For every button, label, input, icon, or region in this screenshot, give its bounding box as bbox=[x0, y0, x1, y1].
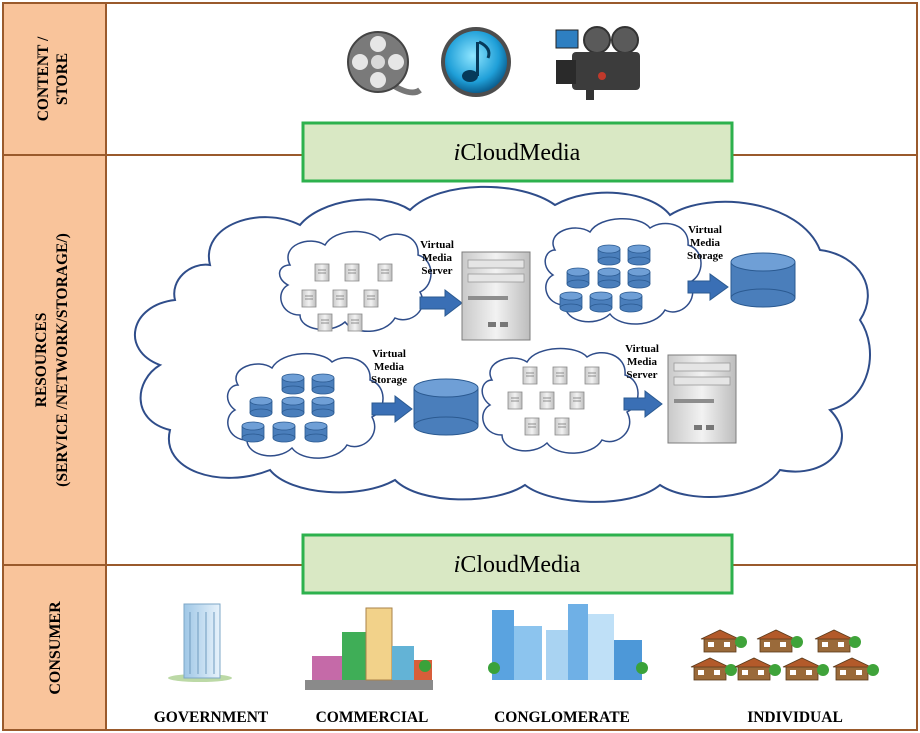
band-label-consumer: CONSUMER bbox=[47, 601, 64, 695]
virtual-media-storage-bottom bbox=[413, 378, 479, 436]
commercial-buildings-icon bbox=[305, 607, 433, 690]
band-label-content-2: STORE bbox=[54, 53, 71, 105]
subcloud-servers-top bbox=[278, 230, 432, 333]
band-resources bbox=[2, 154, 107, 566]
svg-text:Media: Media bbox=[690, 237, 720, 249]
icloudmedia-box-bottom bbox=[301, 533, 734, 595]
svg-text:Server: Server bbox=[421, 265, 452, 277]
svg-text:Storage: Storage bbox=[371, 374, 407, 386]
svg-text:Virtual: Virtual bbox=[420, 239, 454, 251]
band-label-content-1: CONTENT / bbox=[35, 36, 52, 121]
svg-text:Media: Media bbox=[627, 356, 657, 368]
icloudmedia-bottom-label: iCloudMedia bbox=[454, 552, 581, 578]
music-note-icon bbox=[441, 27, 511, 97]
svg-text:Server: Server bbox=[626, 369, 657, 381]
label-top-server: Virtual Media Server bbox=[420, 239, 454, 277]
label-bottom-storage: Virtual Media Storage bbox=[371, 348, 407, 386]
consumer-label-individual: INDIVIDUAL bbox=[747, 709, 843, 726]
svg-text:Media: Media bbox=[422, 252, 452, 264]
consumer-label-government: GOVERNMENT bbox=[154, 709, 269, 726]
virtual-media-server-top bbox=[461, 251, 531, 341]
consumer-label-conglomerate: CONGLOMERATE bbox=[494, 709, 630, 726]
icloudmedia-top-label: iCloudMedia bbox=[454, 140, 581, 166]
resource-cloud bbox=[133, 185, 871, 503]
svg-text:Virtual: Virtual bbox=[688, 224, 722, 236]
svg-text:Media: Media bbox=[374, 361, 404, 373]
band-consumer bbox=[2, 564, 107, 731]
film-reel-icon bbox=[347, 31, 422, 96]
subcloud-storage-top bbox=[544, 217, 702, 325]
conglomerate-buildings-icon bbox=[488, 604, 648, 680]
virtual-media-storage-top bbox=[730, 252, 796, 308]
subcloud-servers-bottom bbox=[481, 347, 639, 454]
svg-text:Virtual: Virtual bbox=[625, 343, 659, 355]
arrow-bottom-storage bbox=[371, 394, 413, 424]
arrow-top-storage bbox=[687, 273, 729, 301]
consumer-label-commercial: COMMERCIAL bbox=[316, 709, 429, 726]
arrow-top-server bbox=[419, 288, 463, 318]
svg-text:Virtual: Virtual bbox=[372, 348, 406, 360]
virtual-media-server-bottom bbox=[667, 354, 737, 444]
video-camera-icon bbox=[555, 26, 640, 100]
band-label-resources-2: (SERVICE /NETWORK/STORAGE/) bbox=[54, 233, 71, 487]
svg-text:Storage: Storage bbox=[687, 250, 723, 262]
label-top-storage: Virtual Media Storage bbox=[687, 224, 723, 262]
subcloud-storage-bottom bbox=[226, 352, 384, 459]
arrow-bottom-server bbox=[623, 389, 663, 419]
band-content bbox=[2, 2, 107, 156]
government-building-icon bbox=[168, 603, 232, 682]
icloudmedia-box-top bbox=[301, 121, 734, 183]
label-bottom-server: Virtual Media Server bbox=[625, 343, 659, 381]
band-label-resources-1: RESOURCES bbox=[33, 313, 50, 408]
